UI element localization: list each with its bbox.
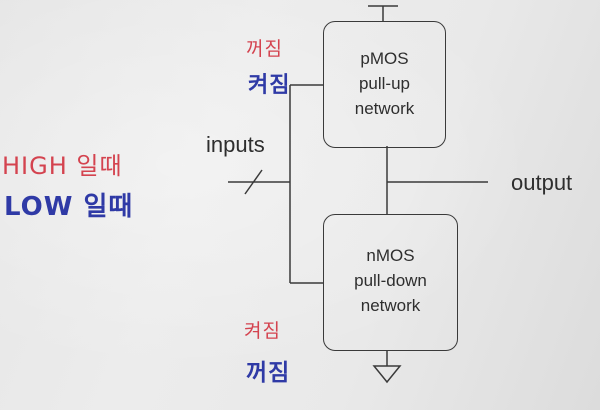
nmos-label-line1: nMOS: [366, 246, 415, 265]
pmos-label-line2: pull-up: [358, 74, 411, 93]
pmos-pull-up-network: pMOS pull-up network: [323, 21, 446, 148]
nmos-pull-down-network: nMOS pull-down network: [323, 214, 458, 351]
annotation-high-case: HIGH 일때: [2, 152, 123, 180]
annotation-pmos-on: 켜짐: [248, 73, 291, 98]
ground-symbol: [372, 365, 402, 384]
nmos-label-line2: pull-down: [354, 271, 427, 290]
annotation-nmos-on: 켜짐: [244, 320, 281, 342]
annotation-pmos-off: 꺼짐: [246, 38, 283, 60]
annotation-low-case: LOW 일때: [4, 192, 134, 222]
annotation-nmos-off: 꺼짐: [246, 360, 291, 386]
pmos-label-line1: pMOS: [360, 49, 409, 68]
pmos-label-line3: network: [354, 99, 415, 118]
inputs-label: inputs: [206, 132, 265, 157]
output-label: output: [511, 170, 573, 195]
bus-slash: [244, 169, 263, 195]
nmos-label-line3: network: [360, 296, 421, 315]
